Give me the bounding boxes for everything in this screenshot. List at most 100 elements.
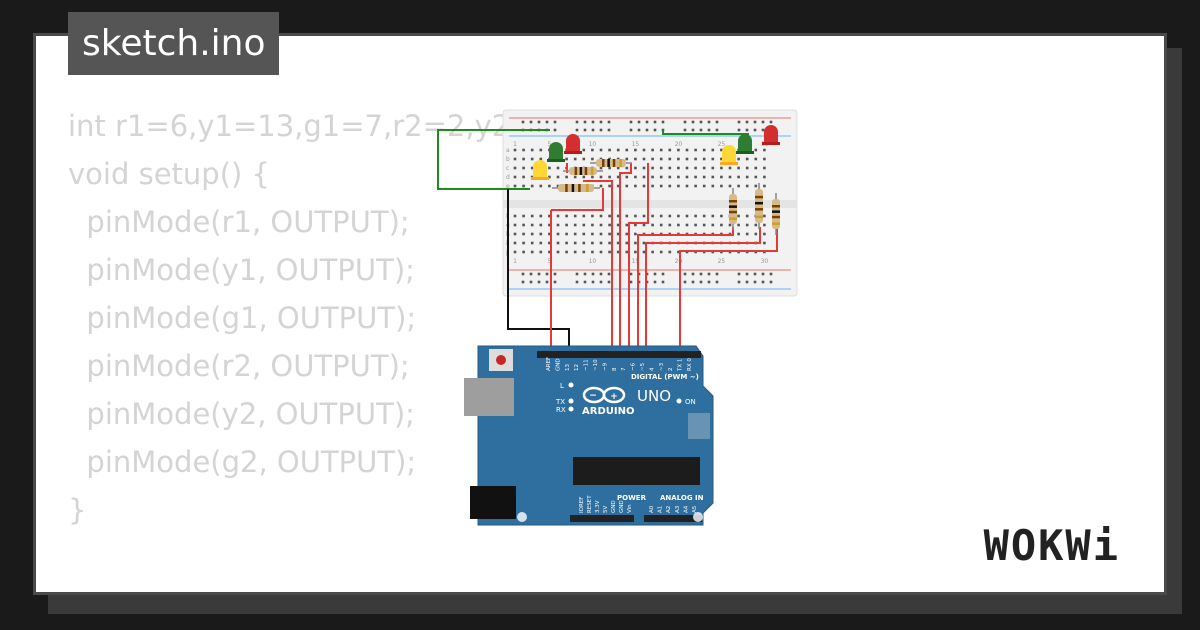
on-label: ON [685,398,696,406]
pin-label: ~10 [593,359,599,371]
pin-label: A5 [692,505,698,513]
pin-label: A1 [658,506,664,513]
pin-label: AREF [546,357,552,371]
pin-label: RX 0 [687,358,693,371]
analog-header [644,515,702,522]
pin-label: ~5 [640,362,646,371]
pin-label: A4 [683,505,689,513]
code-line: pinMode(g2, OUTPUT); [68,445,417,479]
analog-label: ANALOG IN [660,494,704,502]
led-green-2 [736,134,754,154]
bb-row-letter: b [506,156,510,163]
pin-label: RESET [587,495,593,513]
pin-label: 2 [668,368,674,372]
power-jack [470,486,516,519]
bb-row-letter: c [506,165,509,172]
led-group-2 [720,125,780,165]
bb-col-number: 10 [589,141,597,148]
resistor [772,193,780,235]
bb-col-number: 25 [718,258,726,265]
resistor [729,188,737,230]
pin-label: GND [555,358,561,371]
usb-port [464,378,514,416]
led-red-2 [762,125,780,145]
bb-col-number: 30 [761,258,769,265]
code-line: pinMode(y1, OUTPUT); [68,253,415,287]
svg-text:−: − [589,391,597,401]
code-line: } [68,493,87,527]
bb-row-letter: e [506,183,510,190]
pin-label: 12 [574,364,580,371]
bb-col-number: 20 [675,258,683,265]
code-line: pinMode(r2, OUTPUT); [68,349,410,383]
arduino-model: UNO [637,387,671,405]
pin-label: 3.3V [595,500,601,513]
pin-label: 8 [612,367,618,371]
breadboard: 151015202530151015202530abcdefghij [502,109,798,297]
arduino-uno-board: − + ARDUINO UNO DIGITAL (PWM ~) POWER AN… [464,345,714,526]
digital-header [537,351,701,358]
pin-label: IOREF [579,497,585,513]
led-green-1 [547,142,565,162]
pin-label: 7 [621,367,627,371]
led-red-1 [564,134,582,154]
bb-col-number: 5 [547,258,551,265]
resistor [552,184,600,192]
bb-row-letter: a [506,147,510,154]
bb-row-letter: d [506,174,510,181]
tx-label: TX [555,398,565,406]
bb-col-number: 20 [675,141,683,148]
bb-col-number: 1 [513,258,517,265]
preview-card: int r1=6,y1=13,g1=7,r2=2,y2= void setup()… [33,33,1167,595]
code-line: void setup() { [68,157,270,191]
resistor [563,167,603,175]
pin-label: A3 [675,505,681,513]
bb-col-number: 1 [513,141,517,148]
power-label: POWER [617,494,647,502]
circuit-diagram: 151015202530151015202530abcdefghij [437,109,798,526]
digital-label: DIGITAL (PWM ~) [631,373,699,381]
wokwi-logo: WOKWi [983,521,1120,570]
pin-label: TX 1 [678,359,684,372]
led-yellow-2 [720,145,738,165]
code-line: int r1=6,y1=13,g1=7,r2=2,y2= [68,109,535,143]
resistors [552,159,780,235]
pin-label: ~6 [631,362,637,371]
pin-label: 4 [649,367,655,371]
bb-col-number: 15 [632,258,640,265]
pin-label: GND [611,500,617,513]
pin-label: ~11 [584,359,590,371]
rx-label: RX [556,406,566,414]
bb-col-number: 10 [589,258,597,265]
atmega-chip [573,457,700,485]
code-line: pinMode(r1, OUTPUT); [68,205,410,239]
bb-col-number: 5 [547,141,551,148]
svg-text:+: + [610,392,618,402]
pin-label: A2 [666,506,672,513]
signal-wires [550,163,778,351]
bb-row-letter: j [505,249,508,256]
pin-label: ~3 [659,362,665,371]
led-yellow-1 [531,160,549,180]
ground-wires [437,129,749,351]
code-line: pinMode(y2, OUTPUT); [68,397,415,431]
led-group-1 [531,134,582,180]
power-header [570,515,634,522]
resistor [755,183,763,229]
bb-col-number: 15 [632,141,640,148]
arduino-logo-icon [582,386,626,404]
code-editor: int r1=6,y1=13,g1=7,r2=2,y2= void setup()… [68,102,535,592]
bb-col-number: 25 [718,141,726,148]
pin-label: A0 [649,505,655,513]
pin-label: Vin [627,504,633,513]
resistor [590,159,632,167]
code-line: pinMode(g1, OUTPUT); [68,301,417,335]
code-line: void loop() { [68,582,534,592]
pin-label: 13 [565,364,571,371]
pin-label: ~9 [602,362,608,371]
pin-label: GND [619,500,625,513]
l-label: L [560,382,564,390]
pin-label: 5V [603,506,609,513]
arduino-brand: ARDUINO [582,406,634,417]
file-tab-title[interactable]: sketch.ino [68,12,280,75]
